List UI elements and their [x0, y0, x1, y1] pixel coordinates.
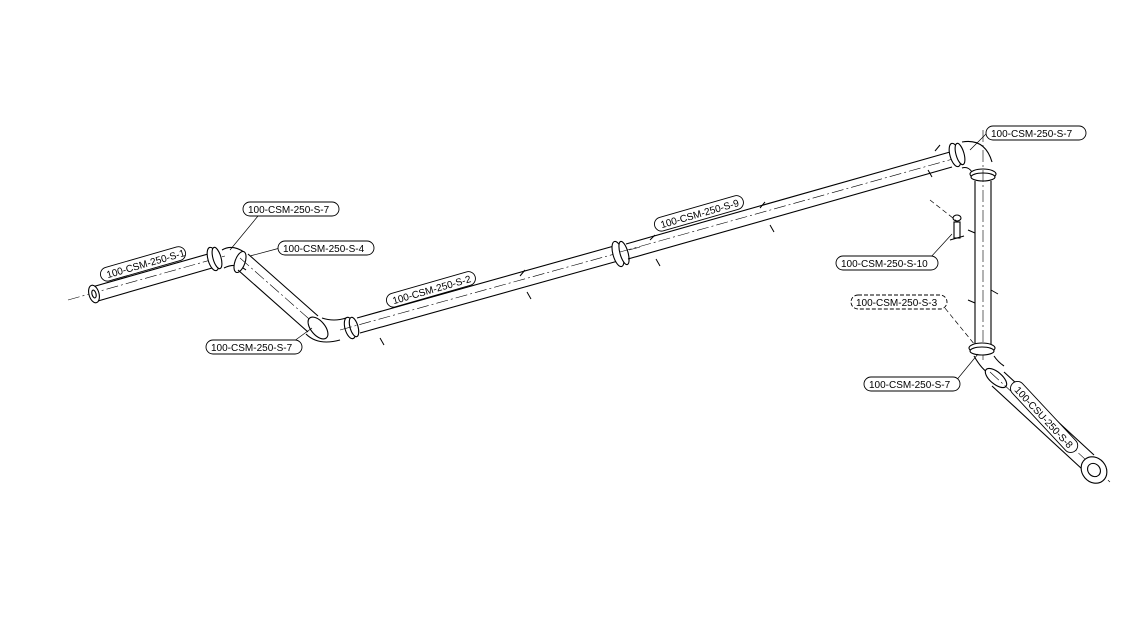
pipe-segment-vertical	[967, 130, 999, 360]
label-s10-text: 100-CSM-250-S-10	[841, 259, 928, 270]
pipe-segment-s2	[339, 240, 641, 340]
label-s7-c-text: 100-CSM-250-S-7	[991, 129, 1073, 140]
label-s8-text: 100-CSU-250-S-8	[1012, 385, 1075, 451]
label-s7-b: 100-CSM-250-S-7	[205, 327, 313, 355]
pipe-segment-s4	[237, 253, 347, 343]
label-s8: 100-CSU-250-S-8	[1010, 380, 1079, 453]
pipe-segment-s1	[67, 246, 226, 304]
label-s7-b-text: 100-CSM-250-S-7	[211, 343, 293, 354]
pipe-segment-s9	[619, 142, 966, 260]
elbow-top-right	[961, 140, 997, 182]
label-s3-text: 100-CSM-250-S-3	[856, 298, 938, 309]
label-s7-c: 100-CSM-250-S-7	[969, 125, 1087, 151]
elbow-left	[221, 246, 247, 274]
label-s7-a: 100-CSM-250-S-7	[229, 201, 340, 251]
label-s3: 100-CSM-250-S-3	[850, 294, 976, 346]
label-s7-a-text: 100-CSM-250-S-7	[248, 205, 330, 216]
label-s7-d: 100-CSM-250-S-7	[863, 353, 979, 392]
label-s4-text: 100-CSM-250-S-4	[283, 244, 365, 255]
pipe-supports	[379, 144, 941, 346]
label-s2: 100-CSM-250-S-2	[386, 271, 476, 308]
pipe-segment-s8	[973, 355, 1111, 484]
label-s4: 100-CSM-250-S-4	[249, 240, 375, 257]
label-s10: 100-CSM-250-S-10	[835, 233, 953, 271]
label-s9: 100-CSM-250-S-9	[654, 195, 744, 232]
label-s7-d-text: 100-CSM-250-S-7	[869, 380, 951, 391]
valve-fitting	[929, 199, 965, 241]
